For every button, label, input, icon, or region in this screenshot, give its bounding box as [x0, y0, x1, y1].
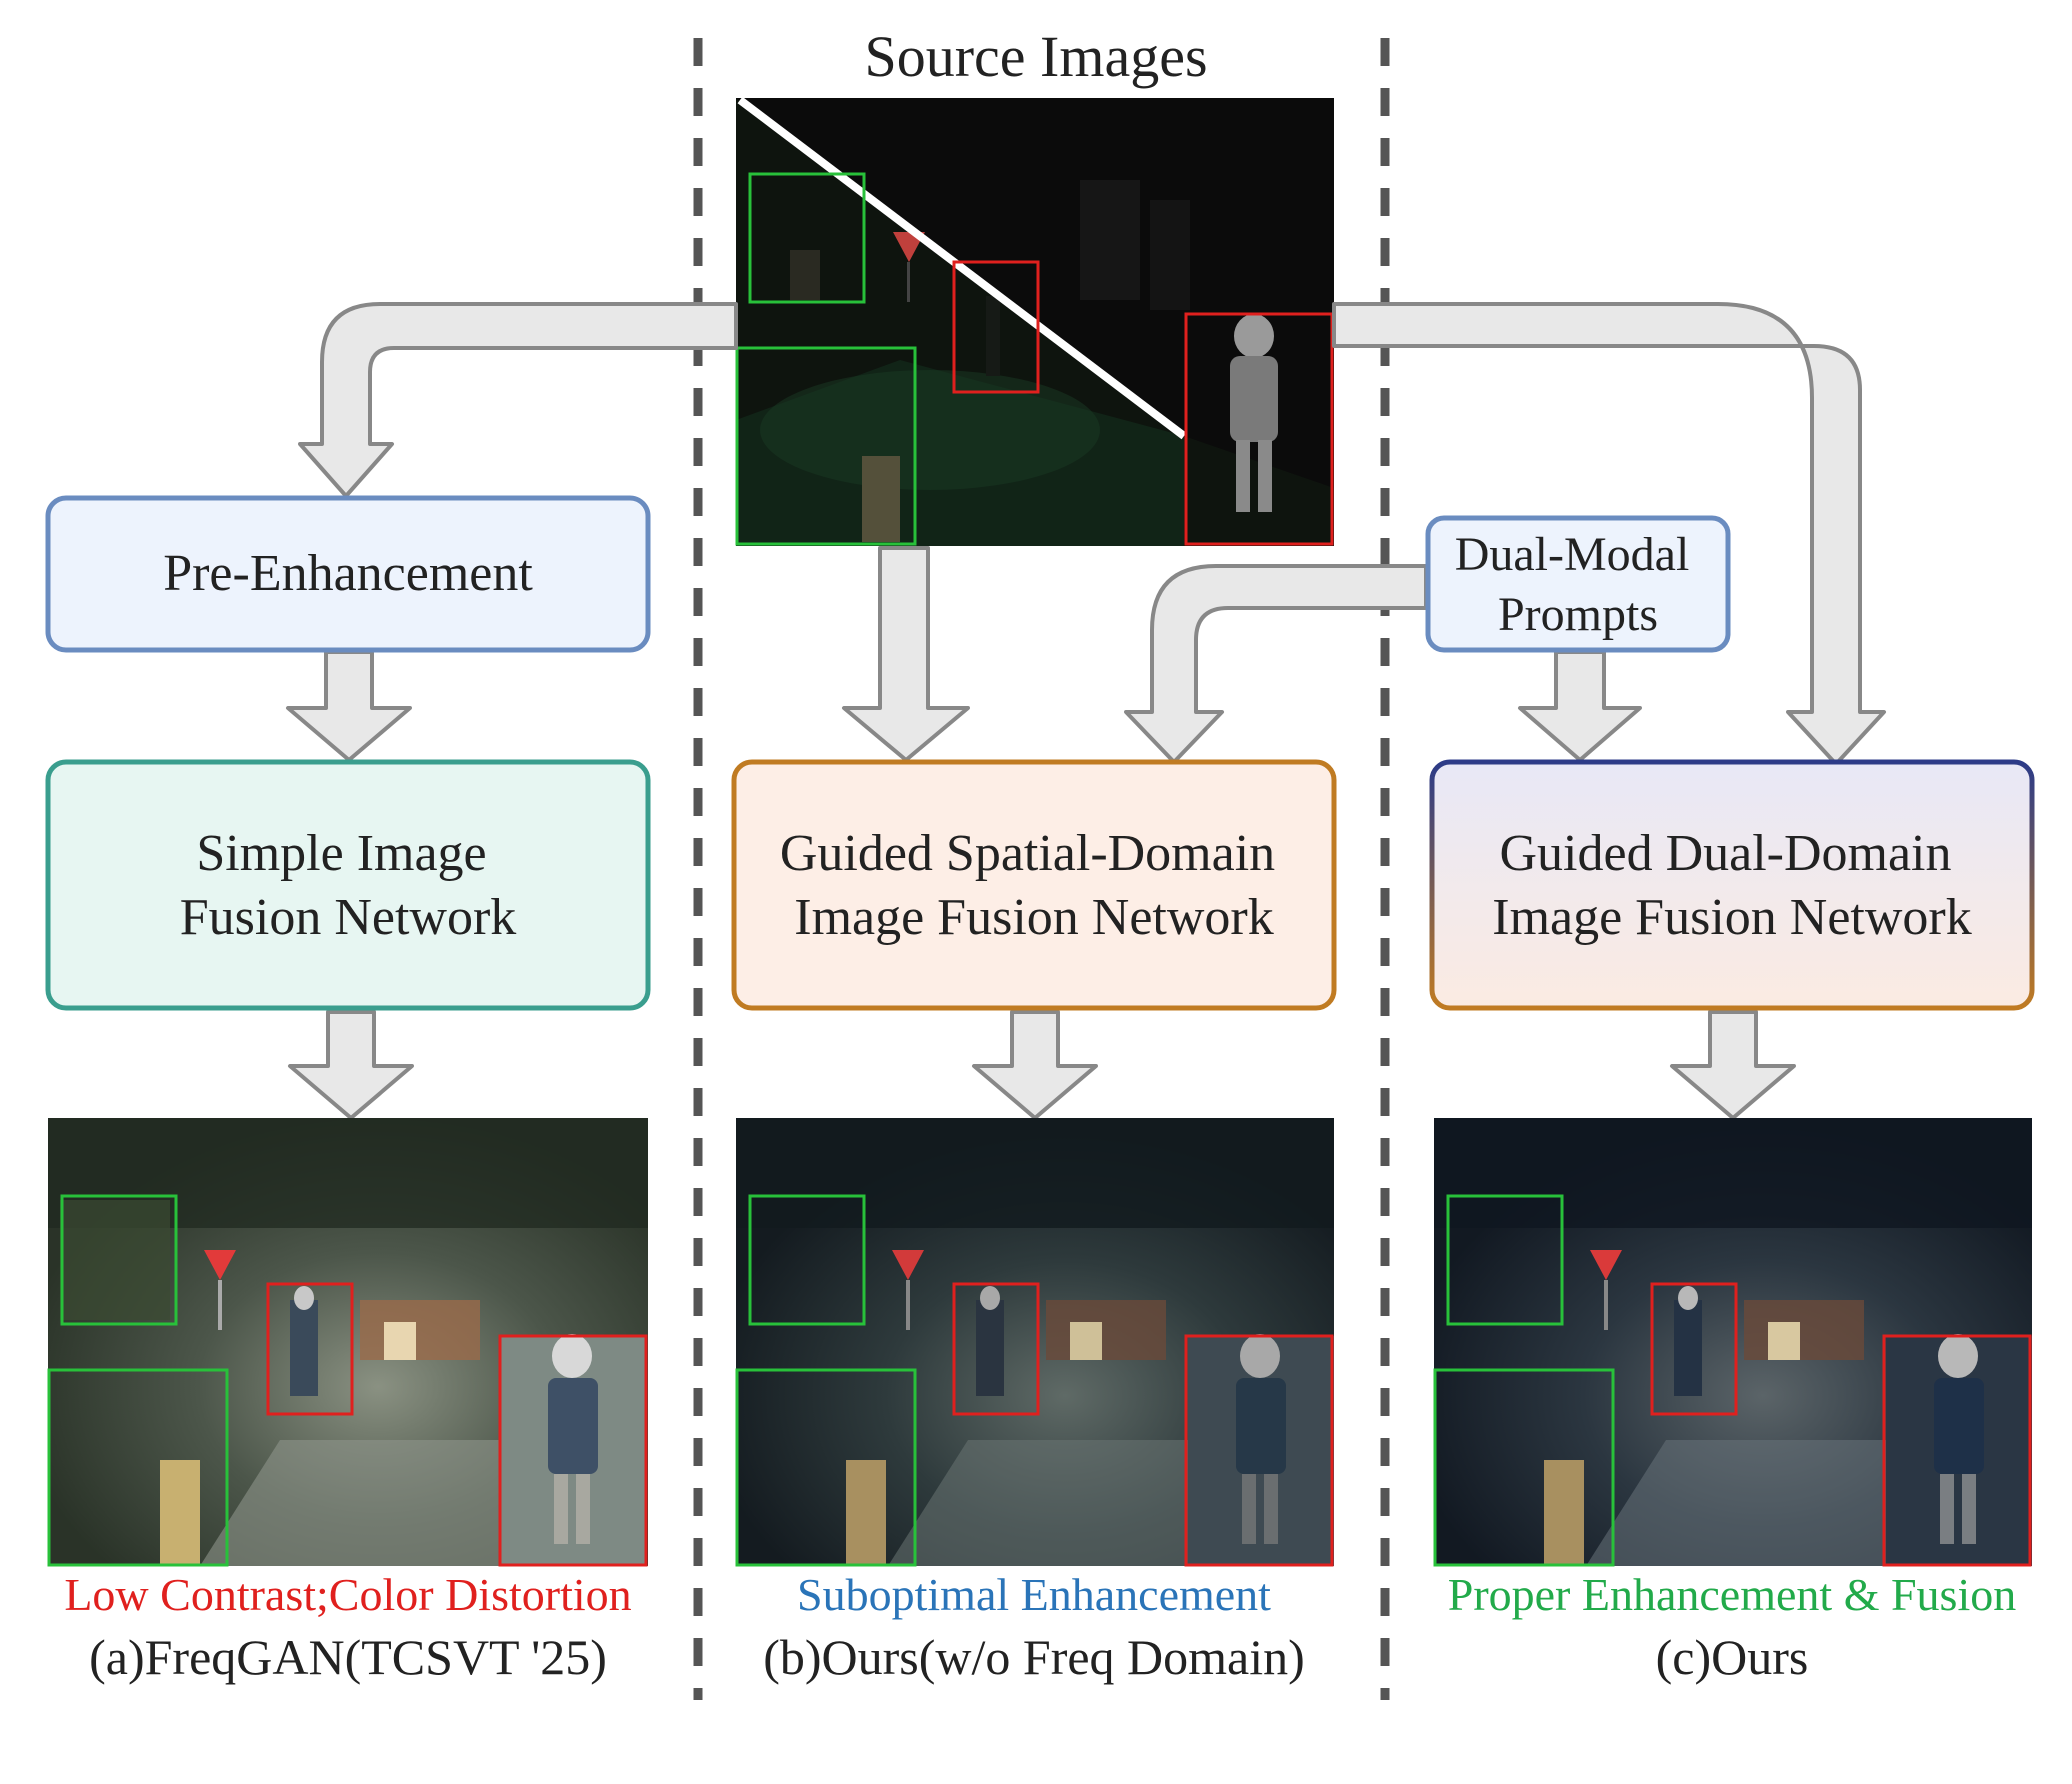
output-image-ours — [1433, 1118, 2032, 1567]
spatial-net-line-2: Image Fusion Network — [794, 889, 1273, 946]
dual-fusion-network-label: Guided Dual-Domain Image Fusion Network — [1492, 825, 1971, 946]
arrow-to-dual-net — [1332, 302, 1886, 766]
pre-enhancement-label: Pre-Enhancement — [163, 545, 533, 602]
output-image-spatial — [735, 1118, 1334, 1567]
simple-net-line-1: Simple Image — [196, 825, 486, 882]
arrow-pre-to-simple-net — [286, 650, 412, 762]
prompts-line-1: Dual-Modal — [1455, 528, 1690, 581]
simple-fusion-network-box: Simple Image Fusion Network — [45, 759, 651, 1011]
dual-fusion-network-box: Guided Dual-Domain Image Fusion Network — [1429, 759, 2035, 1011]
caption-ours: (c)Ours — [1656, 1629, 1809, 1685]
arrow-dual-net-to-output — [1670, 1010, 1796, 1120]
verdict-ours: Proper Enhancement & Fusion — [1448, 1569, 2017, 1620]
simple-fusion-network-label: Simple Image Fusion Network — [180, 825, 517, 946]
simple-net-line-2: Fusion Network — [180, 889, 517, 946]
arrow-spatial-net-to-output — [972, 1010, 1098, 1120]
dual-modal-prompts-label: Dual-Modal Prompts — [1455, 528, 1702, 641]
output-image-freqgan — [47, 1118, 648, 1567]
spatial-fusion-network-box: Guided Spatial-Domain Image Fusion Netwo… — [731, 759, 1337, 1011]
dual-net-line-2: Image Fusion Network — [1492, 889, 1971, 946]
dual-net-line-1: Guided Dual-Domain — [1499, 825, 1951, 882]
arrow-to-pre-enhancement — [298, 302, 738, 498]
dual-modal-prompts-box: Dual-Modal Prompts — [1425, 515, 1731, 653]
pre-enhancement-box: Pre-Enhancement — [45, 495, 651, 653]
spatial-net-line-1: Guided Spatial-Domain — [780, 825, 1275, 882]
spatial-fusion-network-label: Guided Spatial-Domain Image Fusion Netwo… — [780, 825, 1288, 946]
source-images-title: Source Images — [864, 24, 1207, 89]
verdict-spatial: Suboptimal Enhancement — [797, 1569, 1271, 1620]
source-image — [735, 96, 1334, 546]
arrow-simple-net-to-output — [288, 1010, 414, 1120]
caption-freqgan: (a)FreqGAN(TCSVT '25) — [89, 1629, 607, 1685]
prompts-line-2: Prompts — [1498, 588, 1658, 641]
verdict-freqgan: Low Contrast;Color Distortion — [64, 1569, 631, 1620]
arrow-source-to-spatial-net — [842, 546, 970, 762]
caption-spatial: (b)Ours(w/o Freq Domain) — [763, 1629, 1305, 1685]
arrow-prompts-to-dual-net — [1518, 650, 1642, 762]
arrow-prompts-to-spatial-net — [1124, 564, 1428, 764]
